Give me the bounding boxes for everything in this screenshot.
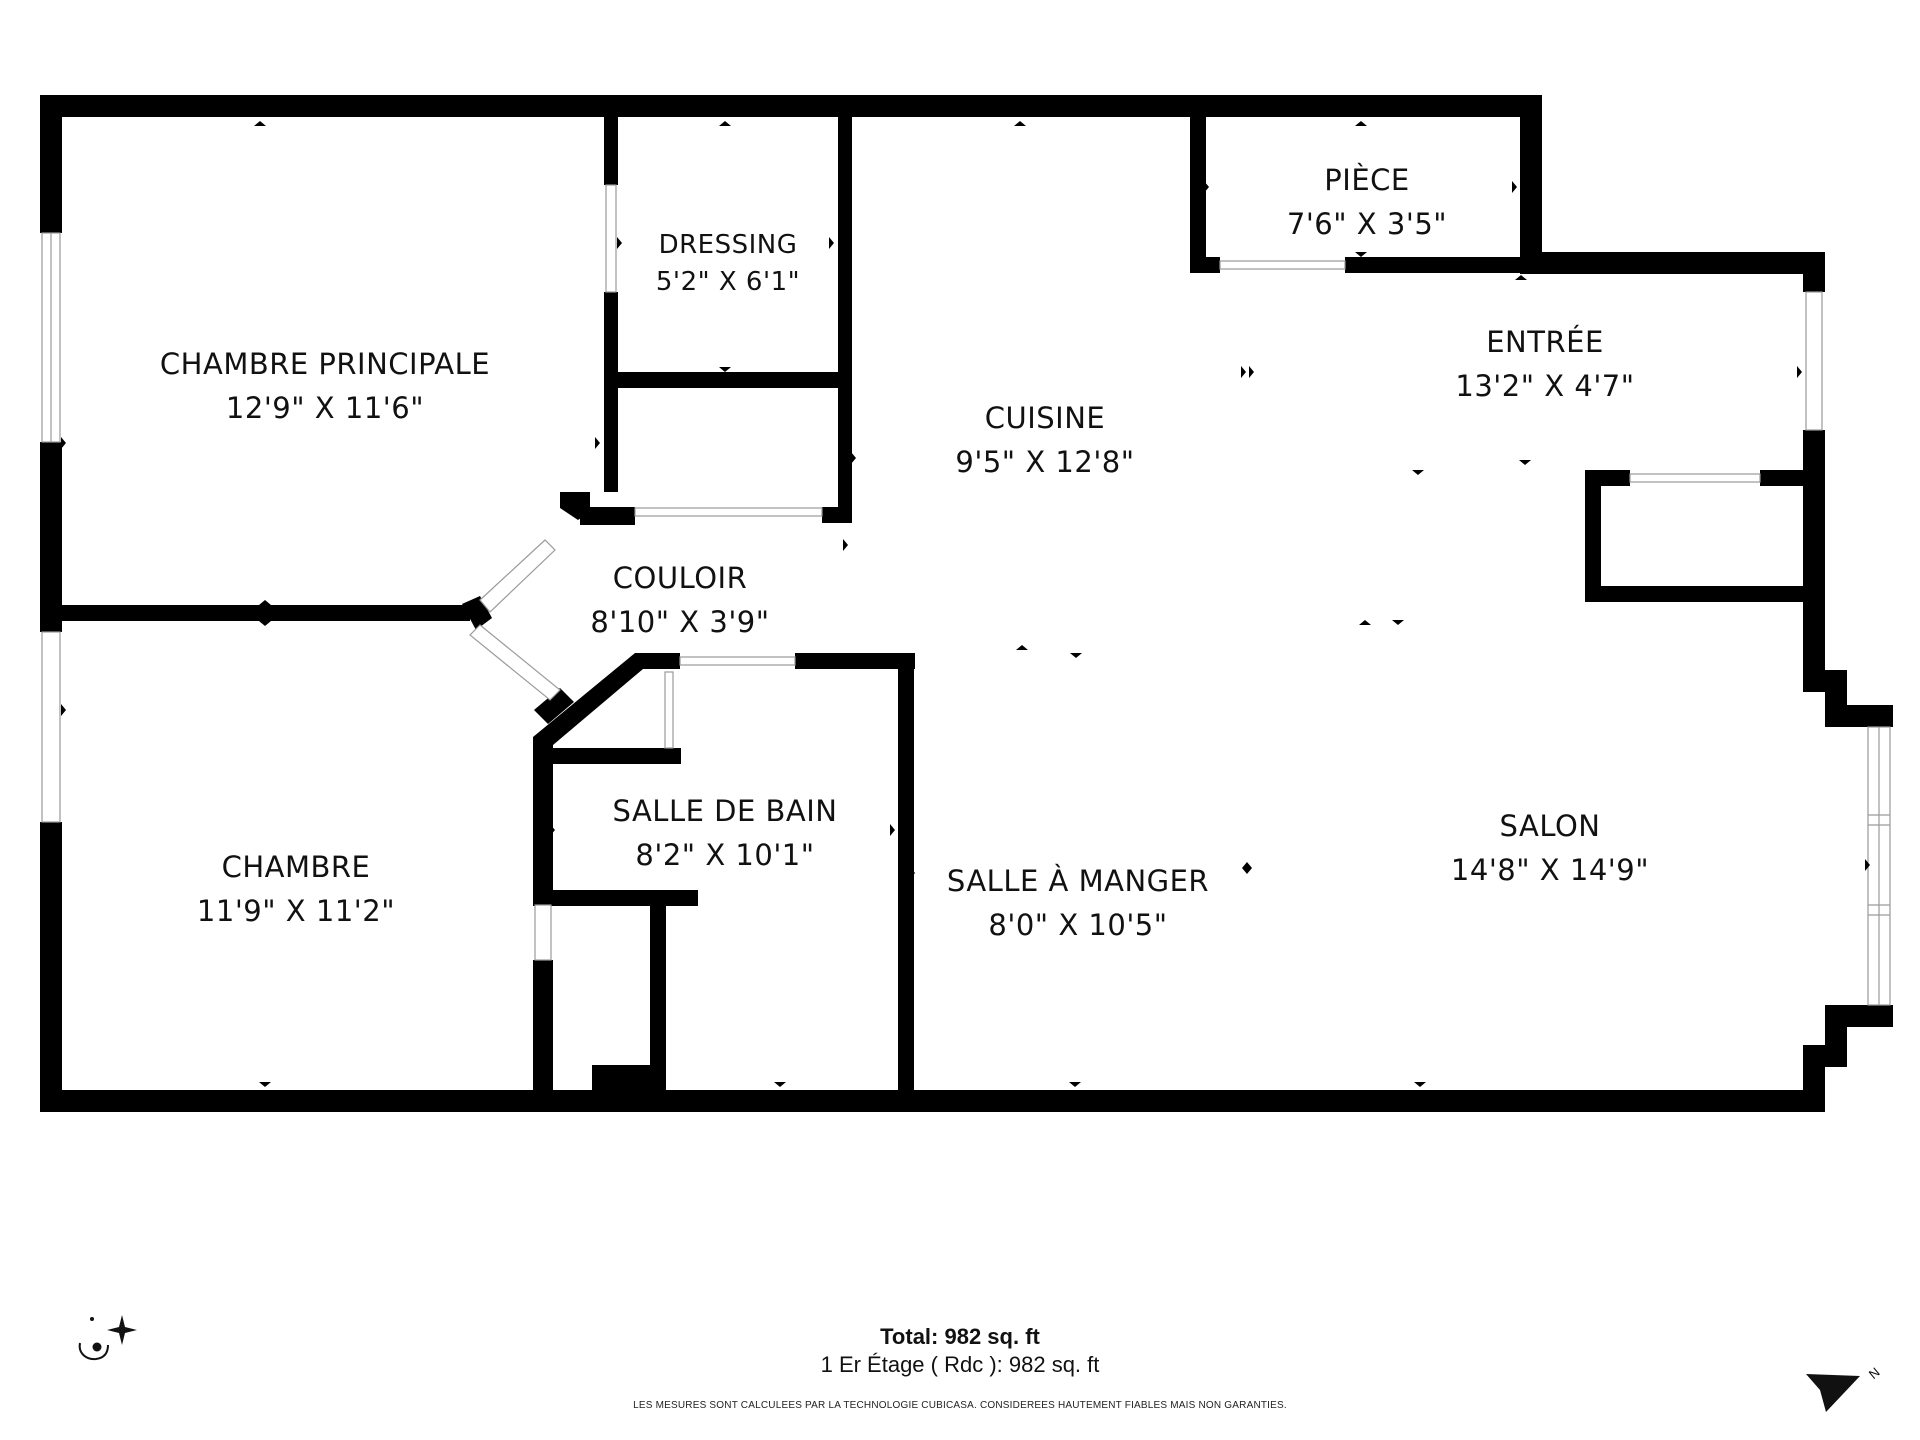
room-dims-entree: 13'2" X 4'7" [1455, 369, 1634, 403]
measurement-markers [61, 121, 1870, 1087]
room-name-couloir: COULOIR [613, 561, 747, 595]
room-dims-salle-de-bain: 8'2" X 10'1" [635, 838, 814, 872]
area-summary: Total: 982 sq. ft 1 Er Étage ( Rdc ): 98… [0, 1323, 1920, 1379]
room-name-chambre-principale: CHAMBRE PRINCIPALE [160, 347, 490, 381]
room-name-salle-de-bain: SALLE DE BAIN [613, 794, 838, 828]
room-dims-chambre-principale: 12'9" X 11'6" [226, 391, 424, 425]
windows [41, 184, 1891, 1006]
total-area: Total: 982 sq. ft [880, 1324, 1040, 1349]
room-dims-couloir: 8'10" X 3'9" [590, 605, 769, 639]
room-name-chambre: CHAMBRE [222, 850, 371, 884]
room-name-salle-a-manger: SALLE À MANGER [947, 864, 1209, 898]
room-name-salon: SALON [1500, 809, 1601, 843]
room-name-cuisine: CUISINE [985, 401, 1106, 435]
north-arrow-icon: N [1800, 1360, 1900, 1424]
room-name-entree: ENTRÉE [1486, 325, 1604, 359]
cubicasa-logo-icon [70, 1305, 150, 1369]
room-name-piece: PIÈCE [1324, 163, 1409, 197]
room-dims-salon: 14'8" X 14'9" [1451, 853, 1649, 887]
floor-plan: CHAMBRE PRINCIPALE 12'9" X 11'6" DRESSIN… [40, 95, 1893, 1112]
disclaimer-text: LES MESURES SONT CALCULEES PAR LA TECHNO… [633, 1400, 1287, 1411]
room-dims-salle-a-manger: 8'0" X 10'5" [988, 908, 1167, 942]
north-letter: N [1866, 1364, 1883, 1382]
room-labels: CHAMBRE PRINCIPALE 12'9" X 11'6" DRESSIN… [160, 163, 1649, 942]
room-dims-piece: 7'6" X 3'5" [1287, 207, 1447, 241]
room-dims-chambre: 11'9" X 11'2" [197, 894, 395, 928]
room-dims-dressing: 5'2" X 6'1" [656, 267, 800, 297]
walls [40, 95, 1893, 1112]
room-dims-cuisine: 9'5" X 12'8" [955, 445, 1134, 479]
floor-area: 1 Er Étage ( Rdc ): 982 sq. ft [820, 1352, 1100, 1377]
room-name-dressing: DRESSING [659, 230, 798, 260]
